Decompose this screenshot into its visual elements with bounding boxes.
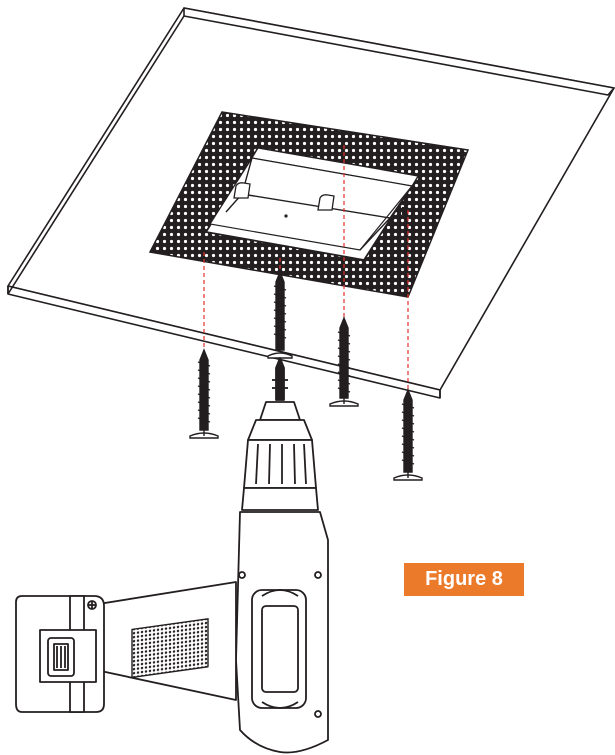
figure-label-background xyxy=(404,563,524,596)
screw-4 xyxy=(393,388,423,481)
screw-1 xyxy=(189,348,219,439)
cordless-drill xyxy=(15,357,329,754)
drill-chuck xyxy=(259,401,301,421)
screw-2 xyxy=(267,270,293,359)
screw-3 xyxy=(329,316,359,407)
figure-label: Figure 8 xyxy=(425,568,503,590)
drill-grip xyxy=(131,618,209,679)
drill-bit xyxy=(275,357,285,401)
mounting-frame xyxy=(148,111,470,298)
